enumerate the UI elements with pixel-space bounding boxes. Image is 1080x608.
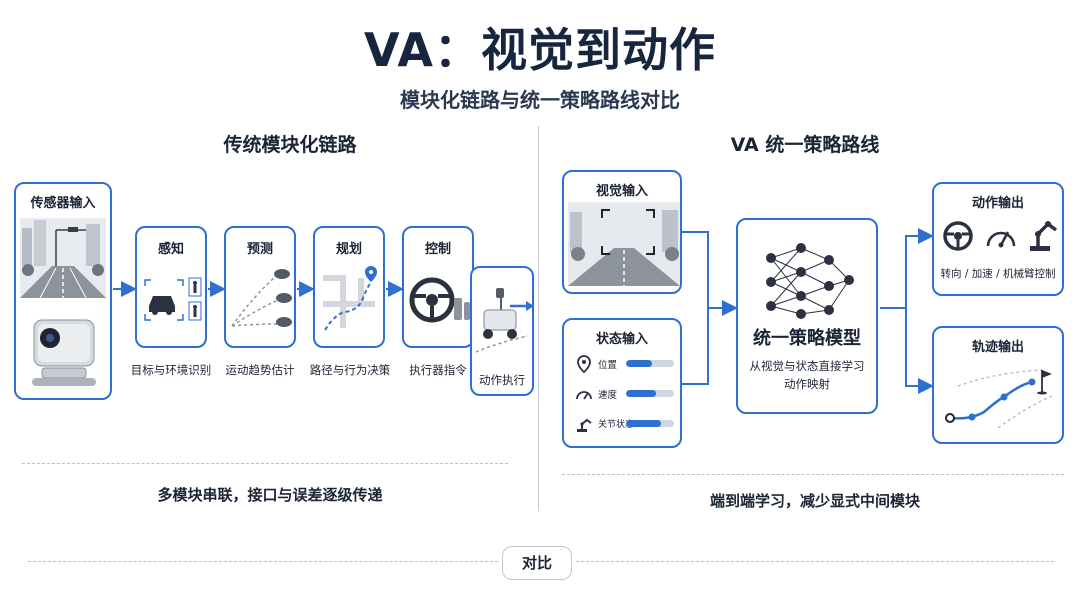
page-title: VA：视觉到动作 xyxy=(363,23,717,77)
route-map-icon xyxy=(323,266,377,331)
stage-planning-box: 规划 xyxy=(313,226,385,348)
state-row-joint: 关节状态 xyxy=(572,414,676,434)
vision-input-label: 视觉输入 xyxy=(595,184,648,199)
policy-model-box: 统一策略模型 从视觉与状态直接学习 动作映射 xyxy=(736,218,878,414)
state-row-speed: 速度 xyxy=(572,384,676,404)
right-footer-text: 端到端学习，减少显式中间模块 xyxy=(709,492,920,510)
state-position-label: 位置 xyxy=(598,360,618,371)
robot-arm-output-icon xyxy=(1030,221,1058,251)
left-footer-text: 多模块串联，接口与误差逐级传递 xyxy=(157,486,383,504)
steering-wheel-icon xyxy=(409,277,470,323)
state-position-bar xyxy=(626,360,674,367)
stage-perception-box: 感知 xyxy=(135,226,207,348)
accelerate-gauge-icon xyxy=(986,231,1016,248)
policy-model-desc-2: 动作映射 xyxy=(784,377,830,391)
road-scene-icon xyxy=(20,218,106,386)
stage-perception-caption: 目标与环境识别 xyxy=(130,363,212,377)
neural-network-icon xyxy=(766,243,854,319)
stage-control-box: 控制 xyxy=(402,226,474,348)
camera-view-icon xyxy=(568,202,680,286)
left-separator xyxy=(22,463,508,464)
action-output-box: 动作输出 转向 / 加速 / 机械臂控制 xyxy=(932,182,1064,296)
action-output-icons xyxy=(943,221,1058,251)
stage-perception-label: 感知 xyxy=(157,242,184,257)
sensor-input-label: 传感器输入 xyxy=(30,196,96,211)
trajectory-output-label: 轨迹输出 xyxy=(971,340,1024,355)
action-execution-label: 动作执行 xyxy=(479,373,525,387)
section-divider xyxy=(538,126,539,511)
policy-model-desc-1: 从视觉与状态直接学习 xyxy=(749,359,865,373)
policy-model-title: 统一策略模型 xyxy=(753,328,861,349)
state-input-box: 状态输入 位置 速度 关节状态 xyxy=(562,318,682,448)
speedometer-icon xyxy=(576,391,592,400)
stage-planning-caption: 路径与行为决策 xyxy=(309,363,391,377)
stage-control-label: 控制 xyxy=(424,242,451,257)
vision-input-box: 视觉输入 xyxy=(562,170,682,294)
robot-arm-icon xyxy=(577,418,592,432)
trajectory-path-icon xyxy=(945,369,1053,429)
steering-output-icon xyxy=(943,221,973,251)
stage-prediction-label: 预测 xyxy=(246,242,273,257)
page-subtitle: 模块化链路与统一策略路线对比 xyxy=(400,88,680,112)
right-heading: VA 统一策略路线 xyxy=(730,134,880,156)
stage-planning-label: 规划 xyxy=(335,242,362,257)
trajectory-forecast-icon xyxy=(231,269,292,327)
compare-badge: 对比 xyxy=(502,546,572,580)
state-joint-label: 关节状态 xyxy=(598,420,635,430)
robot-vehicle-icon xyxy=(475,288,534,353)
state-speed-bar xyxy=(626,390,674,397)
stage-prediction-box: 预测 xyxy=(224,226,296,348)
location-pin-icon xyxy=(577,355,591,374)
compare-line-left xyxy=(28,561,498,562)
left-heading: 传统模块化链路 xyxy=(223,134,357,156)
right-separator xyxy=(562,474,1064,475)
action-output-label: 动作输出 xyxy=(971,196,1024,211)
compare-line-right xyxy=(576,561,1054,562)
action-execution-box: 动作执行 xyxy=(470,266,534,396)
state-speed-label: 速度 xyxy=(598,390,618,401)
state-input-label: 状态输入 xyxy=(595,332,648,347)
state-joint-bar xyxy=(626,420,674,427)
trajectory-output-box: 轨迹输出 xyxy=(932,326,1064,444)
stage-prediction-caption: 运动趋势估计 xyxy=(225,363,295,377)
sensor-input-box: 传感器输入 xyxy=(14,182,112,400)
action-output-caption: 转向 / 加速 / 机械臂控制 xyxy=(940,268,1056,280)
stage-control-caption: 执行器指令 xyxy=(409,363,467,377)
car-detection-icon xyxy=(144,277,202,321)
state-row-position: 位置 xyxy=(572,354,676,374)
